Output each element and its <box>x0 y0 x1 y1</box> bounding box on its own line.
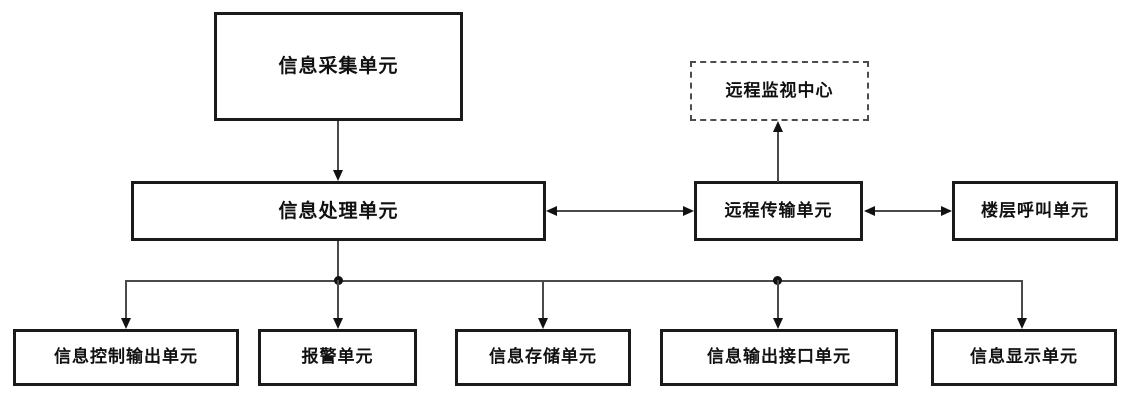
node-label: 远程监视中心 <box>725 80 834 101</box>
connector-transmission-to-monitor-line <box>777 132 779 182</box>
connector-bus-to-alarm-line <box>337 280 339 321</box>
connector-bus-to-alarm-arrow <box>333 318 343 329</box>
connector-bus-to-storage-arrow <box>538 318 548 329</box>
node-info-output-interface[interactable]: 信息输出接口单元 <box>660 329 898 386</box>
node-label: 信息存储单元 <box>489 347 597 368</box>
connector-bus-to-storage-line <box>542 280 544 321</box>
connector-bus-to-display-line <box>1021 280 1023 321</box>
node-alarm[interactable]: 报警单元 <box>258 329 417 386</box>
connector-bus-to-display-arrow <box>1017 318 1027 329</box>
node-label: 楼层呼叫单元 <box>981 200 1089 221</box>
connector-collection-to-processing-arrow <box>333 170 343 181</box>
node-info-processing[interactable]: 信息处理单元 <box>131 181 546 241</box>
connector-processing-to-transmission-arrow-right <box>683 206 694 216</box>
node-info-control-output[interactable]: 信息控制输出单元 <box>13 329 239 386</box>
node-label: 信息采集单元 <box>278 55 399 78</box>
connector-processing-to-transmission-arrow-left <box>546 206 557 216</box>
node-remote-transmission[interactable]: 远程传输单元 <box>694 181 863 241</box>
node-info-storage[interactable]: 信息存储单元 <box>455 329 631 386</box>
node-floor-call[interactable]: 楼层呼叫单元 <box>952 181 1118 241</box>
node-label: 远程传输单元 <box>724 200 833 221</box>
node-info-collection[interactable]: 信息采集单元 <box>214 12 463 121</box>
node-label: 信息处理单元 <box>278 199 399 222</box>
node-label: 信息显示单元 <box>970 347 1078 368</box>
connector-transmission-to-floorcall-arrow-left <box>864 206 875 216</box>
connector-transmission-to-floorcall-arrow-right <box>941 206 952 216</box>
connector-transmission-to-monitor-arrow <box>773 121 783 132</box>
node-info-display[interactable]: 信息显示单元 <box>931 329 1117 386</box>
connector-collection-to-processing-line <box>337 121 339 173</box>
node-remote-monitor-center[interactable]: 远程监视中心 <box>690 61 869 121</box>
connector-bus-to-control-output-line <box>125 280 127 321</box>
node-label: 信息输出接口单元 <box>707 347 851 368</box>
connector-transmission-to-floorcall-line <box>870 210 946 212</box>
node-label: 报警单元 <box>301 347 374 368</box>
connector-processing-to-transmission-line <box>552 210 688 212</box>
connector-bus-to-control-output-arrow <box>121 318 131 329</box>
connector-bus-to-output-interface-line <box>777 280 779 321</box>
output-bus-line <box>126 280 1023 282</box>
connector-processing-to-bus-line <box>337 241 339 282</box>
connector-bus-to-output-interface-arrow <box>773 318 783 329</box>
node-label: 信息控制输出单元 <box>54 347 198 368</box>
